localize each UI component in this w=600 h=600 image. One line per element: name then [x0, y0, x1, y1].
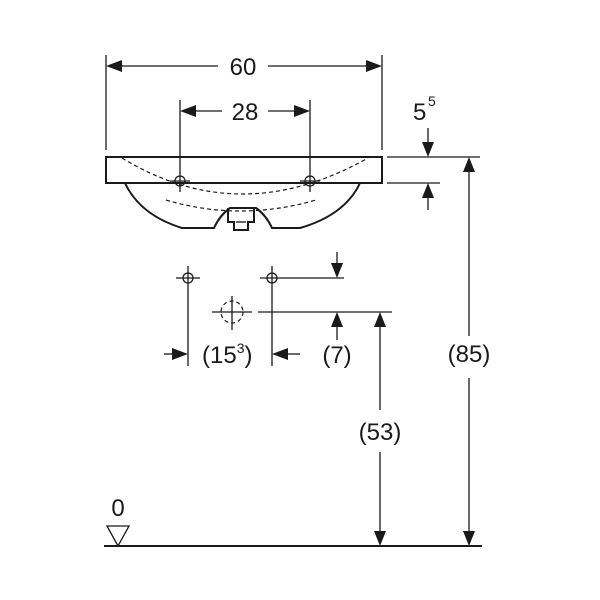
waste-connection	[212, 296, 252, 330]
waste-outlet	[227, 208, 255, 231]
dimension-tap-spacing: 28	[179, 99, 311, 170]
floor-level-marker	[105, 525, 131, 548]
tap-hole-left	[170, 170, 190, 192]
dimension-rim-thickness: 5 5	[387, 93, 480, 210]
basin-rim	[105, 156, 383, 184]
waste-offset-label: (15	[202, 342, 237, 369]
waste-offset-close: )	[244, 342, 252, 369]
waste-height-label: (53)	[359, 419, 402, 446]
supply-connection-right	[260, 266, 284, 290]
svg-text:(153): (153)	[202, 340, 252, 369]
supply-offset-label: (7)	[322, 342, 351, 369]
dimension-basin-width: 60	[105, 54, 383, 150]
rim-thickness-sup: 5	[428, 93, 436, 109]
rim-thickness-label: 5	[413, 99, 426, 126]
supply-connection-left	[176, 266, 200, 290]
basin-overflow-dashed	[165, 199, 317, 212]
basin-bowl-outline	[124, 182, 361, 229]
dimension-waste-offset: (153)	[164, 290, 300, 369]
waste-offset-sup: 3	[237, 340, 245, 356]
tap-spacing-label: 28	[232, 99, 259, 126]
washbasin	[105, 156, 383, 231]
rim-height-label: (85)	[448, 341, 491, 368]
floor-level-label: 0	[111, 495, 124, 522]
basin-width-label: 60	[230, 54, 257, 81]
dimension-waste-height: (53)	[359, 312, 402, 546]
tap-hole-right	[300, 170, 320, 192]
dimension-rim-height: (85)	[448, 157, 491, 546]
dimension-supply-offset: (7)	[258, 252, 392, 369]
floor-reference: 0	[104, 495, 482, 548]
basin-inner-dashed-contour	[121, 157, 369, 195]
